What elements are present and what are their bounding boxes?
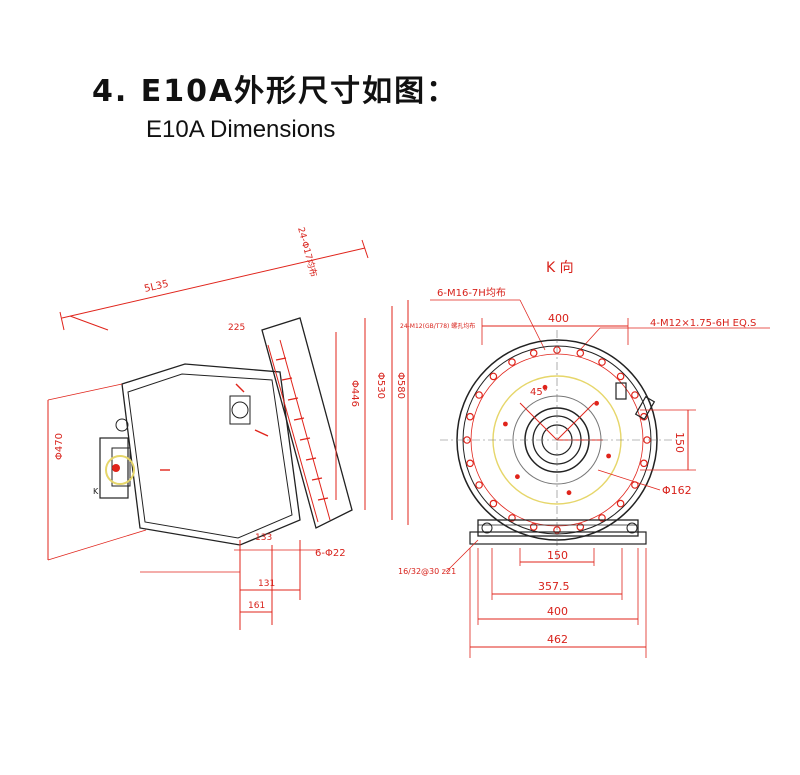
side-vert-label: 24-Φ17均布	[295, 226, 320, 279]
bolt-hole	[576, 523, 585, 531]
side-dia-530: Φ530	[375, 372, 386, 399]
bolt-hole	[508, 358, 516, 366]
bolt-hole	[576, 349, 585, 357]
thread-hole	[594, 400, 599, 406]
side-length-label: 5L35	[143, 279, 170, 295]
section-heading: 4. E10A外形尺寸如图：	[92, 74, 459, 109]
front-w-400: 400	[547, 605, 568, 618]
side-dia-580: Φ580	[395, 372, 406, 399]
side-k-label: K	[93, 487, 99, 496]
front-thread-2: 4-M12×1.75-6H EQ.S	[650, 318, 756, 329]
bolt-hole	[631, 391, 639, 399]
thread-hole	[503, 421, 508, 427]
side-bolt-label: 6-Φ22	[315, 548, 346, 559]
side-bottom-161: 161	[248, 601, 265, 611]
bolt-hole	[466, 459, 474, 468]
thread-hole	[515, 474, 520, 480]
thread-hole	[542, 384, 548, 390]
bolt-hole	[616, 499, 625, 508]
bolt-hole	[640, 459, 648, 468]
thread-hole	[566, 490, 572, 496]
side-dim-133: 133	[255, 533, 272, 543]
front-angle: 45°	[530, 387, 548, 398]
bolt-hole	[489, 372, 498, 381]
bolt-hole	[529, 349, 538, 357]
side-dia-446: Φ446	[349, 380, 360, 407]
bolt-hole	[598, 358, 606, 366]
bolt-hole	[529, 523, 538, 531]
side-dim-225: 225	[228, 323, 245, 333]
front-w-462: 462	[547, 633, 568, 646]
bolt-hole	[508, 514, 516, 522]
front-small-note: 24-M12(GB/T78) 螺孔均布	[400, 322, 475, 330]
side-dia-470: Φ470	[54, 433, 65, 460]
bolt-hole	[489, 499, 498, 508]
front-thread-1: 6-M16-7H均布	[437, 287, 506, 299]
thread-hole	[606, 453, 611, 459]
section-subheading: E10A Dimensions	[146, 116, 336, 143]
side-bottom-131: 131	[258, 579, 275, 589]
bolt-hole	[466, 412, 474, 421]
front-w-357: 357.5	[538, 580, 570, 593]
bolt-hole	[598, 514, 606, 522]
front-top-width: 400	[548, 312, 569, 325]
bolt-hole	[475, 481, 483, 489]
side-view: 5L35 24-Φ17均布	[47, 226, 456, 630]
bolt-hole	[475, 391, 483, 399]
side-spline-label: 16/32@30 z21	[398, 567, 456, 576]
view-k-label: K 向	[546, 260, 574, 276]
front-dia-right: Φ162	[662, 484, 692, 497]
front-w-150: 150	[547, 549, 568, 562]
front-view: K 向 6-M16-7H均布 4-M12×1.75-6H EQ.S 24-M12…	[400, 260, 770, 658]
front-height-right: 150	[673, 432, 686, 453]
bolt-hole	[616, 372, 625, 381]
